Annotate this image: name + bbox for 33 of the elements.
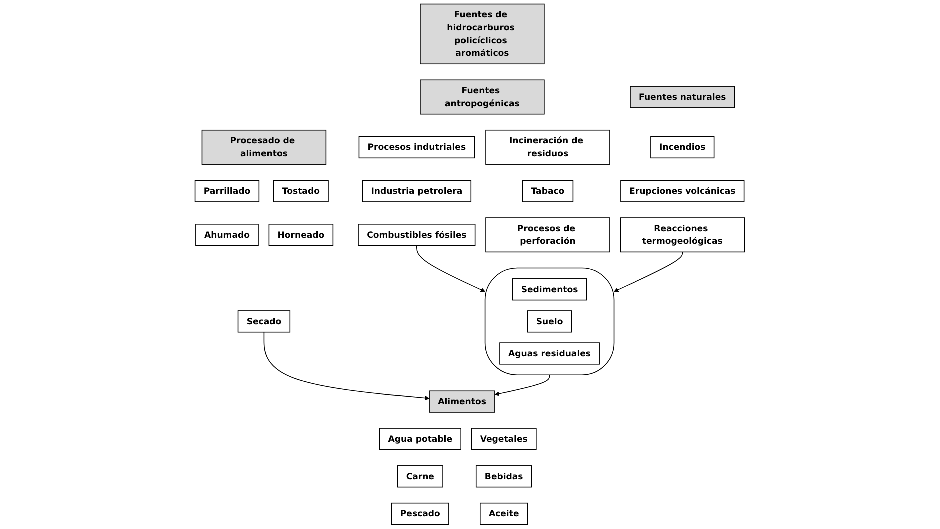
- node-box: Industria petrolera: [362, 180, 472, 202]
- node-box: Alimentos: [429, 390, 496, 413]
- node-box: Secado: [238, 310, 291, 333]
- node-box: Tabaco: [522, 180, 574, 202]
- node-box: Procesos de perforación: [486, 218, 610, 253]
- node-box: Fuentes antropogénicas: [420, 80, 545, 115]
- node-box: Erupciones volcánicas: [620, 180, 745, 202]
- node-box: Vegetales: [471, 428, 537, 450]
- node-box: Incineración de residuos: [486, 130, 610, 165]
- node-box: Sedimentos: [512, 278, 588, 301]
- node-box: Fuentes de hidrocarburos policíclicos aromáticos: [420, 4, 545, 65]
- node-box: Aguas residuales: [500, 342, 600, 365]
- node-box: Aceite: [480, 502, 528, 526]
- node-box: Incendios: [650, 136, 715, 159]
- node-box: Procesado de alimentos: [202, 130, 327, 165]
- arrow: [264, 332, 430, 401]
- node-box: Bebidas: [476, 466, 532, 488]
- arrow: [416, 245, 486, 292]
- node-box: Horneado: [268, 224, 334, 246]
- node-box: Ahumado: [196, 224, 259, 246]
- node-box: Tostado: [274, 180, 329, 202]
- node-box: Reacciones termogeológicas: [620, 218, 746, 253]
- arrow: [494, 374, 550, 396]
- node-box: Suelo: [527, 310, 572, 333]
- node-box: Fuentes naturales: [630, 86, 736, 108]
- node-box: Agua potable: [379, 428, 462, 450]
- node-box: Combustibles fósiles: [358, 224, 476, 246]
- node-box: Procesos indutriales: [358, 136, 476, 159]
- arrow: [614, 252, 684, 292]
- cluster: [484, 268, 615, 376]
- node-box: Parrillado: [194, 180, 260, 202]
- node-box: Pescado: [392, 502, 450, 526]
- node-box: Carne: [397, 466, 444, 488]
